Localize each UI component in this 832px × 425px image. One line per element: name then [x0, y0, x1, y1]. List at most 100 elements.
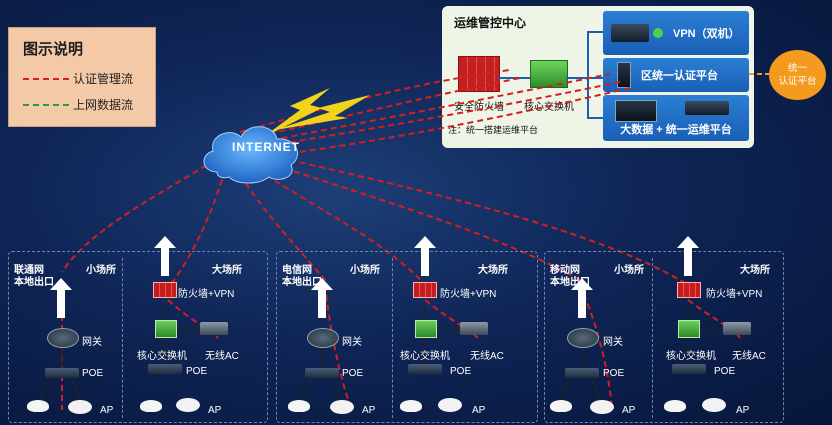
ops-center-panel: 运维管控中心 安全防火墙 核心交换机 注：统一搭建运维平台 VPN（双机） 区统…: [442, 6, 754, 148]
legend-panel: 图示说明 认证管理流 上网数据流: [8, 27, 156, 127]
gateway-router-icon: [47, 328, 79, 348]
uplink-arrow-icon: [154, 236, 176, 276]
legend-item-data: 上网数据流: [23, 96, 133, 113]
site-group-mobile: [544, 251, 784, 423]
wireless-ac-icon: [200, 322, 228, 335]
site-group-telecom: [276, 251, 538, 423]
poe-switch-icon: [408, 364, 442, 374]
fw-vpn-label: 防火墙+VPN: [178, 289, 235, 300]
uplink-arrow-icon: [311, 278, 333, 318]
ap-label: AP: [362, 405, 376, 416]
ap-icon: [330, 400, 354, 414]
core-switch-icon: [155, 320, 177, 338]
legend-title: 图示说明: [23, 41, 84, 58]
poe-label: POE: [342, 368, 364, 379]
ops-core-switch-icon: [530, 60, 568, 88]
poe-label: POE: [186, 366, 208, 377]
gateway-label: 网关: [603, 337, 623, 348]
small-site-label: 小场所: [350, 265, 380, 276]
uplink-arrow-icon: [50, 278, 72, 318]
poe-switch-icon: [305, 368, 339, 378]
small-site-label: 小场所: [614, 265, 644, 276]
core-switch-label: 核心交换机: [400, 351, 450, 362]
wireless-ac-label: 无线AC: [470, 351, 504, 362]
gateway-router-icon: [307, 328, 339, 348]
ap-icon: [550, 400, 572, 412]
wireless-ac-icon: [460, 322, 488, 335]
ops-core-switch-label: 核心交换机: [524, 102, 574, 113]
ap-icon: [288, 400, 310, 412]
bigdata-server-icon: [615, 100, 657, 122]
exit-label-2: 本地出口: [14, 277, 54, 288]
server-tower-icon: [617, 62, 631, 88]
core-switch-icon: [678, 320, 700, 338]
core-switch-icon: [415, 320, 437, 338]
fw-vpn-label: 防火墙+VPN: [706, 289, 763, 300]
exit-label-1: 电信网: [282, 265, 312, 276]
ap-icon: [438, 398, 462, 412]
internet-label: INTERNET: [232, 140, 300, 154]
exit-label-2: 本地出口: [282, 277, 322, 288]
site-group-unicom: [8, 251, 268, 423]
gateway-label: 网关: [82, 337, 102, 348]
gateway-router-icon: [567, 328, 599, 348]
small-site-label: 小场所: [86, 265, 116, 276]
exit-label-2: 本地出口: [550, 277, 590, 288]
vpn-status-icon: [653, 28, 663, 38]
internet-cloud-icon: [203, 126, 298, 184]
ap-label: AP: [622, 405, 636, 416]
poe-label: POE: [714, 366, 736, 377]
ap-icon: [27, 400, 49, 412]
exit-label-1: 移动网: [550, 265, 580, 276]
green-dash-line-icon: [23, 103, 69, 106]
ap-icon: [664, 400, 686, 412]
wireless-ac-icon: [723, 322, 751, 335]
fw-vpn-label: 防火墙+VPN: [440, 289, 497, 300]
gateway-label: 网关: [342, 337, 362, 348]
uplink-arrow-icon: [677, 236, 699, 276]
firewall-icon: [413, 282, 437, 298]
ap-icon: [140, 400, 162, 412]
large-site-label: 大场所: [478, 265, 508, 276]
poe-switch-icon: [672, 364, 706, 374]
poe-switch-icon: [45, 368, 79, 378]
large-site-label: 大场所: [212, 265, 242, 276]
firewall-icon: [153, 282, 177, 298]
bigdata-box: 大数据 + 统一运维平台: [603, 95, 749, 141]
uplink-arrow-icon: [571, 278, 593, 318]
uplink-arrow-icon: [414, 236, 436, 276]
ap-label: AP: [100, 405, 114, 416]
firewall-icon: [677, 282, 701, 298]
site-divider: [392, 258, 393, 418]
auth-platform-box: 区统一认证平台: [603, 58, 749, 92]
poe-label: POE: [82, 368, 104, 379]
ap-icon: [590, 400, 614, 414]
red-dash-line-icon: [23, 77, 69, 80]
ap-icon: [702, 398, 726, 412]
large-site-label: 大场所: [740, 265, 770, 276]
ops-firewall-label: 安全防火墙: [454, 102, 504, 113]
core-switch-label: 核心交换机: [137, 351, 187, 362]
bigdata-device-icon: [685, 101, 729, 115]
poe-switch-icon: [565, 368, 599, 378]
wireless-ac-label: 无线AC: [732, 351, 766, 362]
ap-label: AP: [208, 405, 222, 416]
wireless-ac-label: 无线AC: [205, 351, 239, 362]
ap-icon: [68, 400, 92, 414]
ops-note: 注：统一搭建运维平台: [448, 125, 539, 135]
poe-switch-icon: [148, 364, 182, 374]
site-divider: [652, 258, 653, 418]
vpn-box: VPN（双机）: [603, 11, 749, 55]
poe-label: POE: [450, 366, 472, 377]
exit-label-1: 联通网: [14, 265, 44, 276]
unified-auth-bubble: 统一 认证平台: [769, 50, 826, 100]
ap-icon: [400, 400, 422, 412]
vpn-device-icon: [611, 24, 649, 42]
ops-center-title: 运维管控中心: [454, 16, 527, 30]
ap-label: AP: [736, 405, 750, 416]
ap-icon: [176, 398, 200, 412]
poe-label: POE: [603, 368, 625, 379]
ap-label: AP: [472, 405, 486, 416]
legend-item-auth: 认证管理流: [23, 70, 133, 87]
